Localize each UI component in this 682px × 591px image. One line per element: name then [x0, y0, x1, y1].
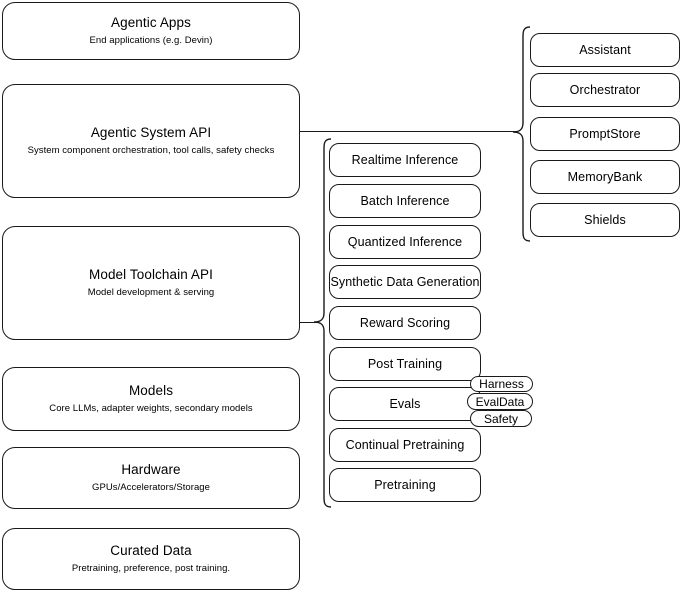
system-component-box-promptstore[interactable]: PromptStore: [530, 117, 680, 151]
eval-chip-evaldata[interactable]: EvalData: [467, 393, 533, 410]
layer-title: Hardware: [121, 462, 181, 477]
layer-title: Curated Data: [110, 543, 192, 558]
layer-subtitle: End applications (e.g. Devin): [89, 35, 213, 46]
brace-toolchain: [313, 138, 332, 508]
component-box-synthetic-data-generation[interactable]: Synthetic Data Generation: [329, 265, 481, 299]
layer-title: Agentic System API: [90, 125, 212, 140]
layer-title: Model Toolchain API: [89, 267, 213, 282]
connector-system-api-to-components: [300, 130, 516, 132]
component-label: Realtime Inference: [351, 153, 459, 167]
layer-box-agentic-apps[interactable]: Agentic Apps End applications (e.g. Devi…: [2, 2, 300, 60]
component-label: Evals: [389, 397, 421, 411]
eval-chip-label: EvalData: [475, 394, 525, 409]
component-label: Continual Pretraining: [345, 438, 465, 452]
component-box-reward-scoring[interactable]: Reward Scoring: [329, 306, 481, 340]
eval-chip-label: Safety: [483, 411, 519, 426]
component-box-pretraining[interactable]: Pretraining: [329, 468, 481, 502]
layer-subtitle: Pretraining, preference, post training.: [71, 563, 231, 574]
system-component-label: MemoryBank: [567, 170, 643, 184]
system-component-box-orchestrator[interactable]: Orchestrator: [530, 73, 680, 107]
connector-toolchain-to-components: [300, 321, 319, 323]
component-box-quantized-inference[interactable]: Quantized Inference: [329, 225, 481, 259]
component-label: Pretraining: [374, 478, 436, 492]
component-label: Post Training: [367, 357, 443, 371]
system-component-box-memorybank[interactable]: MemoryBank: [530, 160, 680, 194]
system-component-label: Assistant: [579, 43, 631, 57]
layer-box-model-toolchain-api[interactable]: Model Toolchain API Model development & …: [2, 226, 300, 340]
layer-box-models[interactable]: Models Core LLMs, adapter weights, secon…: [2, 367, 300, 431]
layer-title: Agentic Apps: [110, 15, 191, 30]
component-label: Synthetic Data Generation: [330, 275, 480, 289]
component-box-realtime-inference[interactable]: Realtime Inference: [329, 143, 481, 177]
system-component-label: Shields: [584, 213, 626, 227]
component-box-post-training[interactable]: Post Training: [329, 347, 481, 381]
layer-box-agentic-system-api[interactable]: Agentic System API System component orch…: [2, 84, 300, 198]
layer-subtitle: Model development & serving: [87, 287, 215, 298]
eval-chip-harness[interactable]: Harness: [470, 376, 533, 392]
layer-subtitle: System component orchestration, tool cal…: [27, 145, 275, 156]
layer-title: Models: [128, 383, 174, 398]
layer-box-curated-data[interactable]: Curated Data Pretraining, preference, po…: [2, 528, 300, 590]
component-box-batch-inference[interactable]: Batch Inference: [329, 184, 481, 218]
component-box-evals[interactable]: Evals: [329, 387, 481, 421]
eval-chip-safety[interactable]: Safety: [470, 410, 532, 427]
layer-box-hardware[interactable]: Hardware GPUs/Accelerators/Storage: [2, 447, 300, 509]
brace-system-components: [512, 26, 531, 242]
system-component-box-assistant[interactable]: Assistant: [530, 33, 680, 67]
component-label: Quantized Inference: [347, 235, 463, 249]
system-component-label: PromptStore: [569, 127, 641, 141]
component-box-continual-pretraining[interactable]: Continual Pretraining: [329, 428, 481, 462]
layer-subtitle: GPUs/Accelerators/Storage: [92, 482, 210, 493]
layer-subtitle: Core LLMs, adapter weights, secondary mo…: [49, 403, 253, 414]
component-label: Batch Inference: [360, 194, 450, 208]
system-component-label: Orchestrator: [569, 83, 641, 97]
eval-chip-label: Harness: [479, 377, 524, 391]
component-label: Reward Scoring: [359, 316, 451, 330]
system-component-box-shields[interactable]: Shields: [530, 203, 680, 237]
